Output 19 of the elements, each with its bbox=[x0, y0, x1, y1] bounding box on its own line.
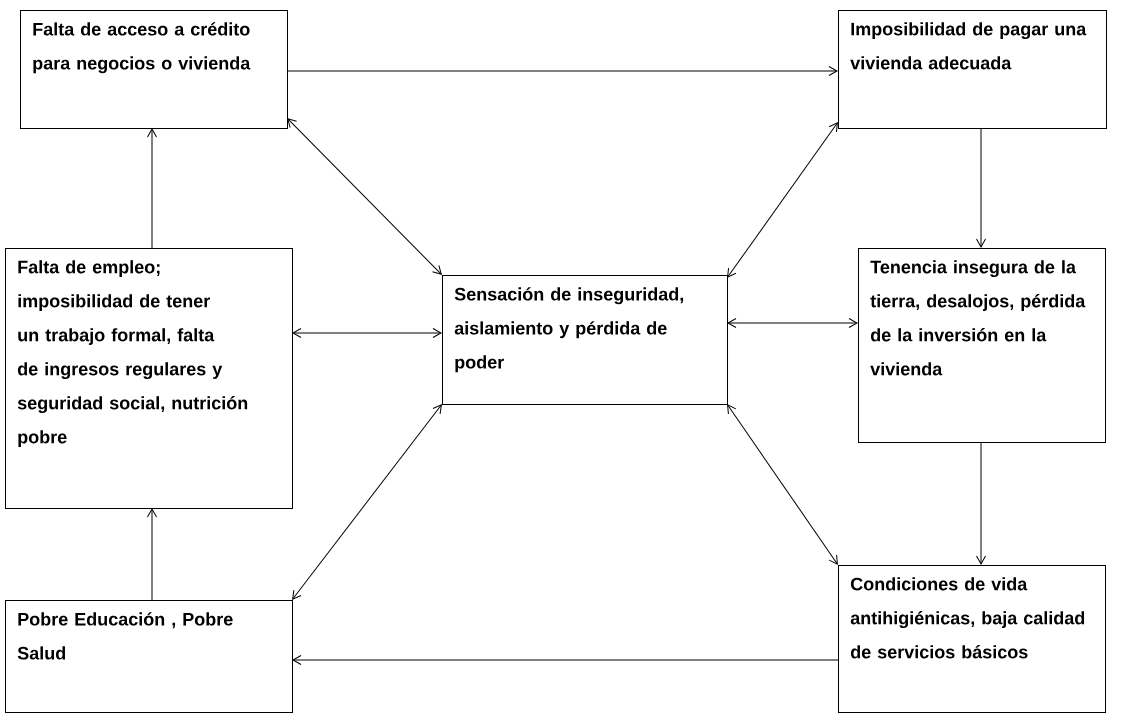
arrow bbox=[287, 118, 442, 275]
text-box: Condiciones de vida antihigiénicas, baja calidad de servicios básicos bbox=[838, 565, 1106, 713]
arrow bbox=[147, 128, 157, 249]
arrow bbox=[292, 404, 442, 600]
arrow bbox=[147, 508, 157, 601]
arrow bbox=[727, 318, 858, 328]
arrow bbox=[727, 404, 838, 565]
text-box: Falta de acceso a crédito para negocios o vivienda bbox=[20, 10, 288, 129]
text-box: Imposibilidad de pagar una vivienda adecuada bbox=[838, 10, 1107, 129]
arrow bbox=[976, 441, 986, 565]
arrow bbox=[976, 127, 986, 248]
text-box: Falta de empleo; imposibilidad de tener un trabajo formal, falta de ingresos regulares y seguridad social, nutrición pobre bbox=[5, 248, 293, 509]
text-box: Sensación de inseguridad, aislamiento y pérdida de poder bbox=[442, 275, 728, 405]
arrow bbox=[286, 66, 838, 76]
arrow bbox=[292, 328, 442, 338]
text-box: Pobre Educación , Pobre Salud bbox=[5, 600, 293, 713]
arrow bbox=[727, 122, 838, 278]
text-box: Tenencia insegura de la tierra, desalojos, pérdida de la inversión en la vivienda bbox=[858, 248, 1106, 443]
arrow bbox=[292, 655, 839, 665]
